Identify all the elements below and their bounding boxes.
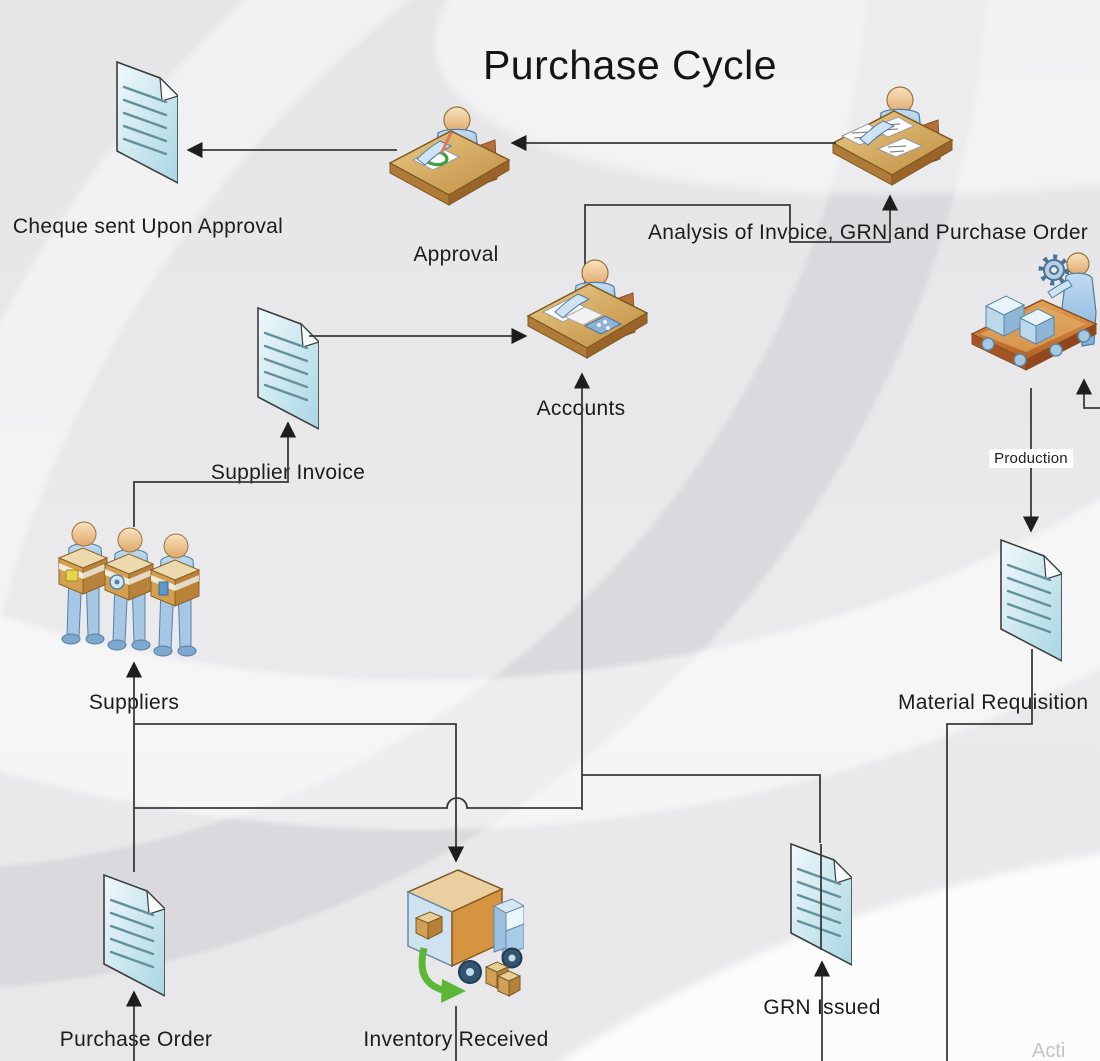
edge-material-requisition-to-bottom <box>946 649 1033 1061</box>
edge-suppliers-to-inventory <box>134 723 465 863</box>
edge-grn-to-accounts-segment <box>582 774 821 843</box>
edge-accounts-to-analysis <box>584 194 899 260</box>
edge-right-into-production <box>1075 378 1100 409</box>
watermark-fragment: Acti <box>1032 1040 1066 1061</box>
edge-suppliers-to-supplier-invoice <box>133 421 297 527</box>
label-cheque-sent: Cheque sent Upon Approval <box>12 215 284 238</box>
label-accounts: Accounts <box>536 397 626 420</box>
edge-po-to-accounts-segment <box>134 797 582 809</box>
label-production: Production <box>989 449 1073 468</box>
